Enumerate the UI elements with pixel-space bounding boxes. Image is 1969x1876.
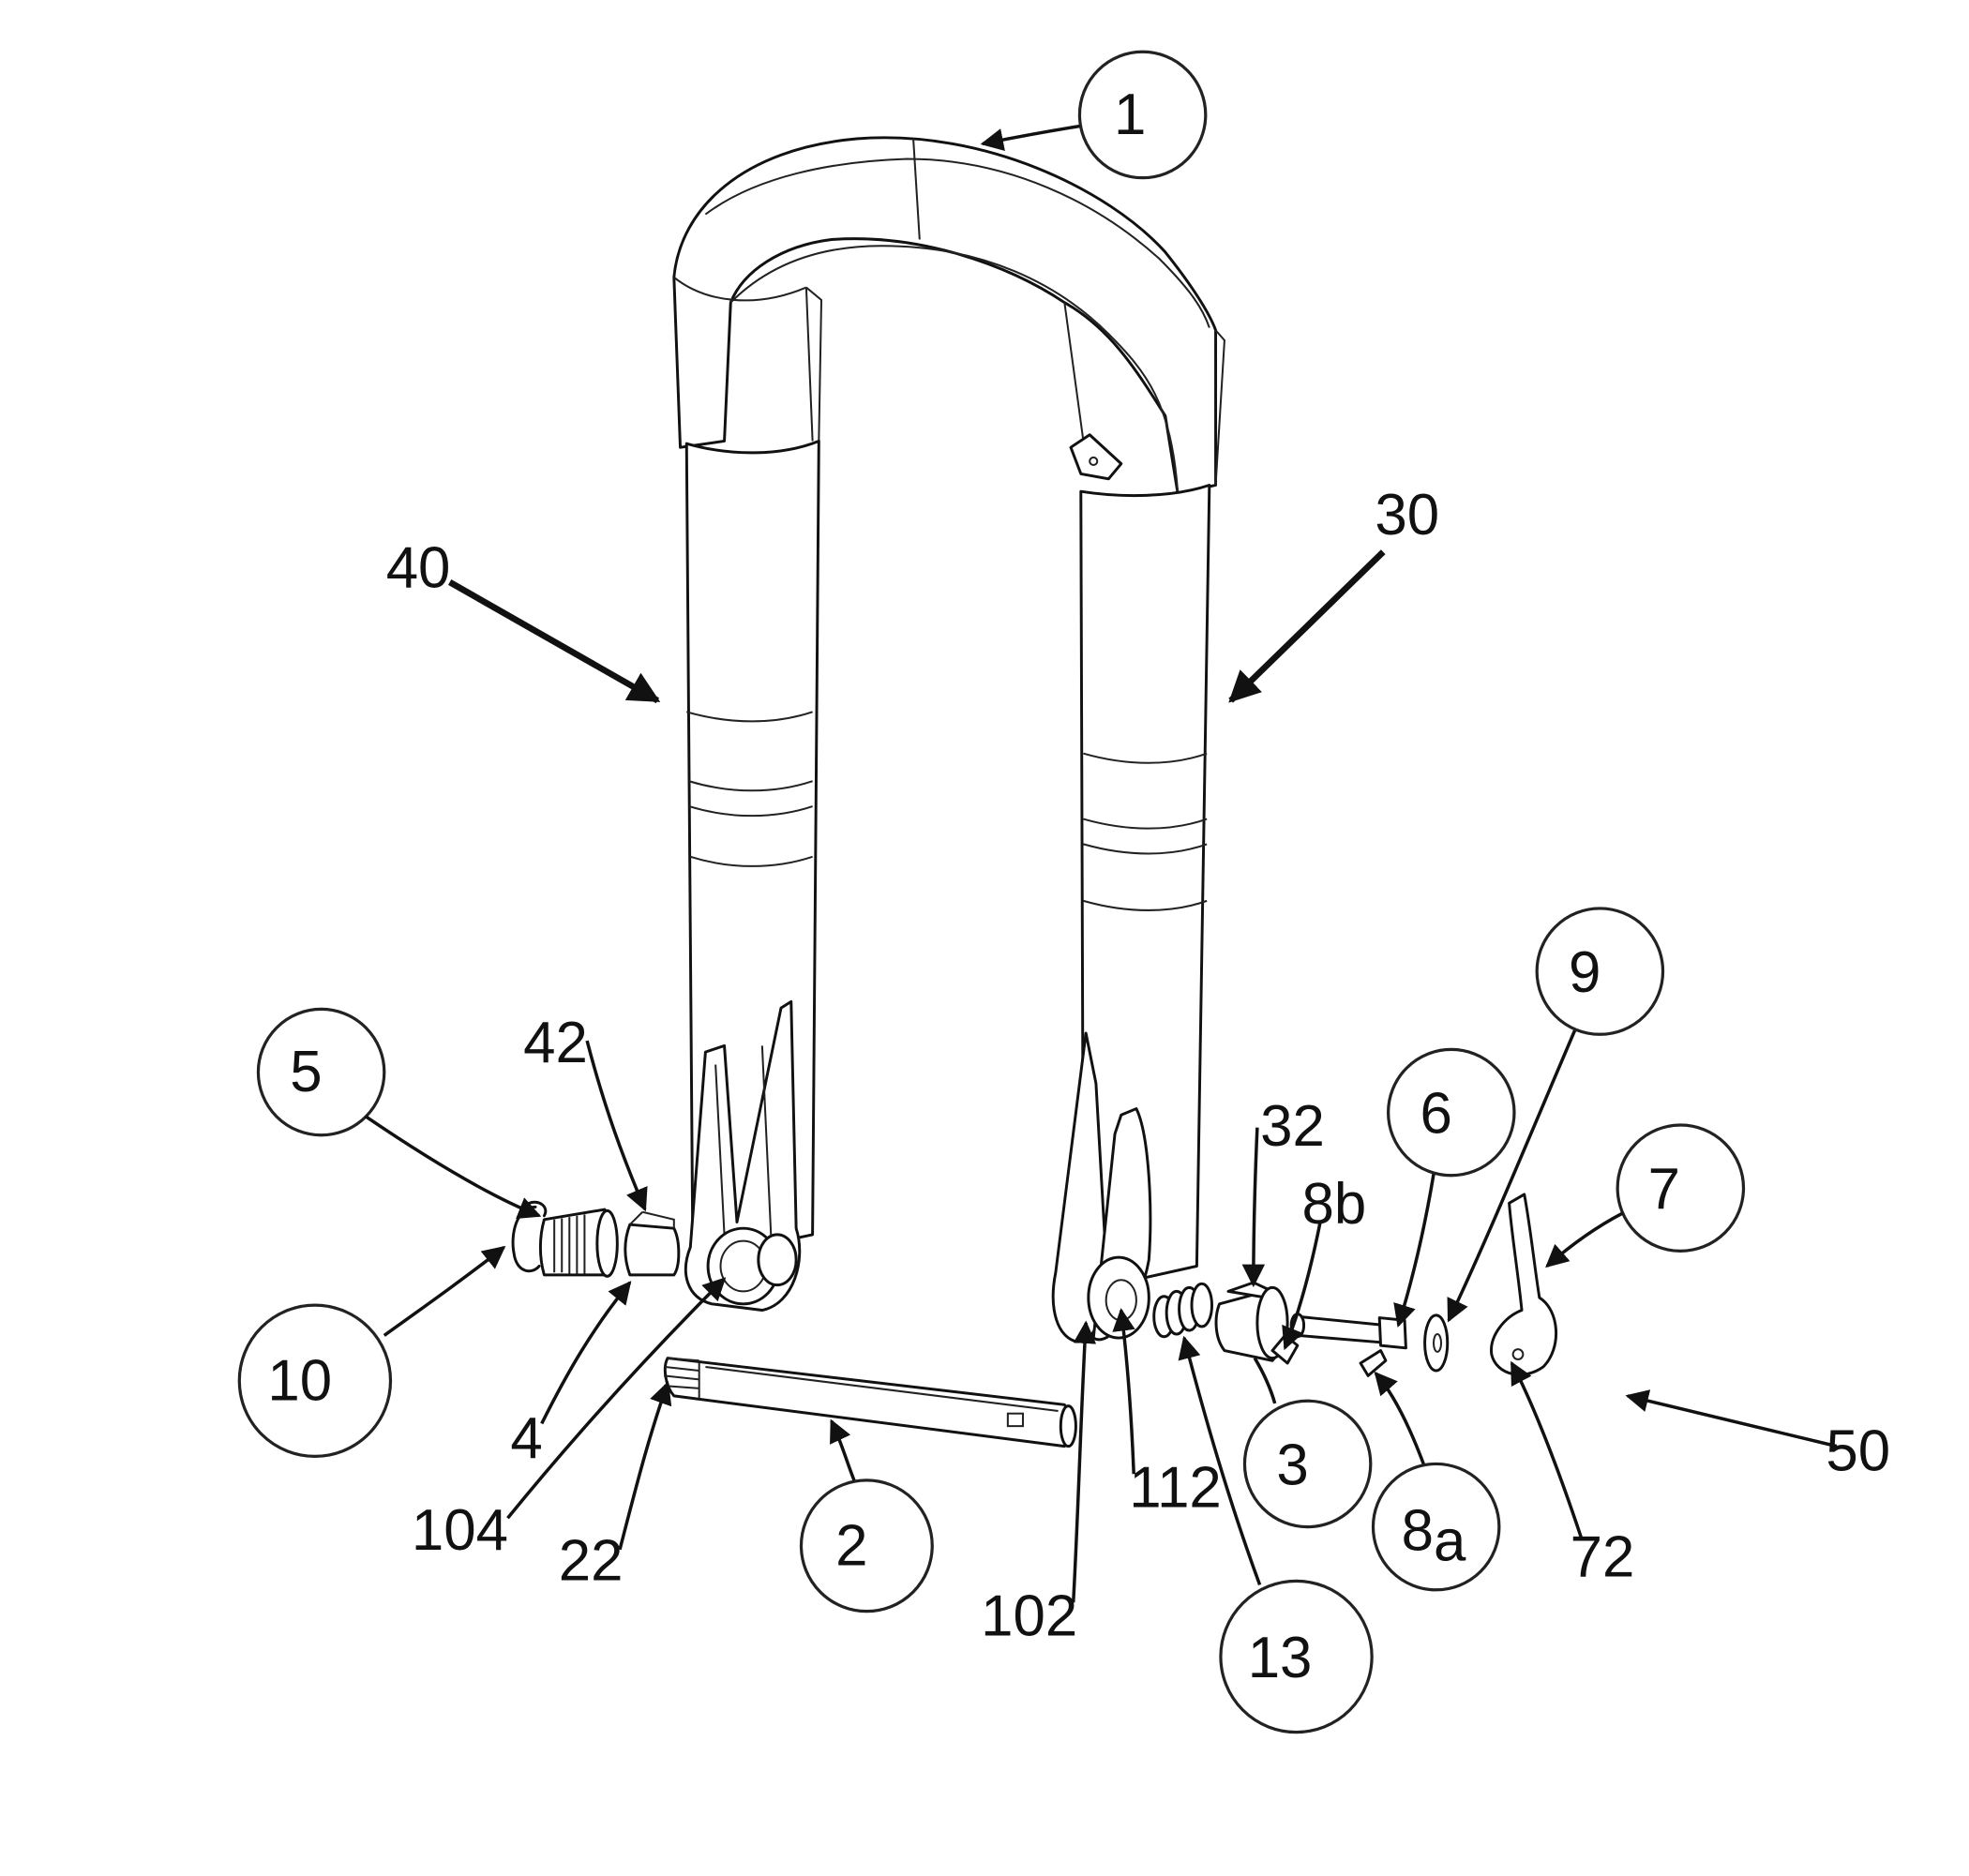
label-5: 5: [290, 1040, 322, 1104]
label-102: 102: [981, 1584, 1077, 1649]
circle-7: [1617, 1125, 1743, 1251]
label-104: 104: [412, 1498, 508, 1563]
callout-circles: [239, 52, 1743, 1732]
label-6: 6: [1420, 1081, 1451, 1146]
label-8a: 8a: [1402, 1498, 1466, 1573]
adapter-part-4: [625, 1212, 679, 1275]
label-2: 2: [835, 1513, 867, 1578]
label-30: 30: [1375, 483, 1439, 548]
label-72: 72: [1571, 1524, 1635, 1589]
label-112: 112: [1129, 1455, 1222, 1520]
label-1: 1: [1114, 83, 1146, 147]
label-40: 40: [386, 536, 451, 601]
label-42: 42: [523, 1011, 588, 1075]
label-3: 3: [1276, 1433, 1308, 1497]
label-13: 13: [1248, 1626, 1313, 1690]
left-fork-leg: [685, 441, 819, 1310]
label-8a-main: 8: [1402, 1498, 1434, 1563]
label-9: 9: [1569, 940, 1601, 1005]
lever-part-7: [1492, 1194, 1556, 1374]
label-8a-sub: a: [1434, 1508, 1466, 1573]
washer-part-9: [1425, 1315, 1448, 1371]
label-32: 32: [1260, 1094, 1325, 1159]
knurled-nut-part-5: [540, 1209, 617, 1276]
label-22: 22: [559, 1528, 624, 1593]
pin-part-8a: [1360, 1351, 1386, 1376]
fork-crown: [674, 138, 1225, 494]
label-10: 10: [267, 1348, 332, 1413]
label-8b: 8b: [1301, 1172, 1366, 1237]
shaft-part-6: [1291, 1314, 1405, 1348]
label-7: 7: [1648, 1157, 1680, 1222]
right-fork-leg: [1053, 485, 1210, 1342]
axle-part-2: [664, 1358, 1075, 1447]
label-4: 4: [510, 1406, 542, 1471]
spring-part-13: [1154, 1283, 1212, 1336]
label-50: 50: [1826, 1419, 1890, 1484]
